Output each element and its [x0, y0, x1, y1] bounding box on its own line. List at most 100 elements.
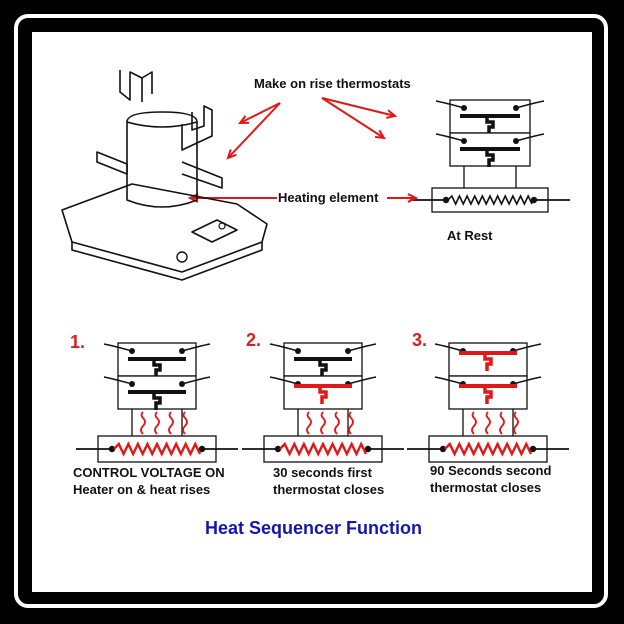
contact-left	[295, 348, 301, 354]
at-rest-label: At Rest	[447, 228, 493, 243]
thermostat-2	[103, 375, 211, 410]
base-plate	[61, 183, 268, 273]
heat-wave	[140, 411, 146, 435]
step-2-number: 2.	[246, 330, 262, 350]
lead-wire-left	[435, 133, 465, 142]
bimetal-disc	[318, 388, 328, 404]
contact-left	[129, 348, 135, 354]
heat-wave	[348, 411, 354, 435]
element-terminal-left	[442, 196, 450, 204]
arrow-head	[237, 115, 250, 125]
lead-wire-left	[269, 343, 299, 352]
lead-wire-left	[434, 343, 464, 352]
arrow-head	[385, 109, 398, 119]
center-cylinder	[126, 111, 198, 208]
arrow-to-element	[387, 193, 419, 203]
thermostat-1	[435, 99, 545, 134]
outer-frame	[14, 14, 608, 608]
contact-left	[461, 105, 467, 111]
step-3-caption-line2: thermostat closes	[430, 480, 542, 495]
step-3-unit	[407, 342, 569, 463]
arrow-shaft	[227, 102, 281, 159]
arrow-to-thermostat-2	[321, 97, 386, 140]
contact-right	[513, 138, 519, 144]
mount-hole	[176, 251, 188, 263]
lead-wire-right	[181, 376, 211, 385]
bimetal-disc	[152, 361, 162, 377]
arrow-to-part-lower	[226, 102, 281, 160]
bimetal-disc	[485, 151, 495, 167]
bimetal-disc	[485, 118, 495, 134]
heat-wave	[334, 411, 340, 435]
heat-wave	[168, 411, 174, 435]
contact-right	[179, 381, 185, 387]
heat-wave	[320, 411, 326, 435]
contact-right	[345, 348, 351, 354]
diagram-title: Heat Sequencer Function	[205, 518, 423, 538]
terminal-tab	[181, 161, 223, 189]
diagram-canvas: Make on rise thermostats Heating element…	[32, 32, 592, 592]
contact-right	[179, 348, 185, 354]
arrow-shaft	[321, 97, 396, 117]
lead-wire-right	[347, 343, 377, 352]
bimetal-disc	[152, 394, 162, 410]
bimetal-disc	[483, 355, 493, 371]
lead-wire-right	[347, 376, 377, 385]
left-clip	[119, 70, 153, 102]
arrow-to-thermostat-1	[321, 97, 398, 119]
heat-wave	[182, 411, 188, 435]
thermostat-2	[269, 375, 377, 410]
heat-wave	[499, 411, 505, 435]
thermostat-1	[434, 342, 542, 377]
lead-wire-right	[512, 376, 542, 385]
heating-coil	[444, 441, 533, 457]
diagram-art	[61, 70, 570, 463]
lead-wire-left	[435, 100, 465, 109]
terminal-hole	[218, 222, 226, 230]
step-3-caption-line1: 90 Seconds second	[430, 463, 552, 478]
arrow-shaft	[239, 102, 281, 124]
step-1-caption-line1: CONTROL VOLTAGE ON	[73, 465, 225, 480]
at-rest-unit	[410, 99, 570, 213]
base-plate-edge	[71, 242, 263, 281]
arrow-shaft	[321, 97, 385, 139]
bimetal-disc	[318, 361, 328, 377]
lead-wire-right	[181, 343, 211, 352]
arrow-head	[226, 149, 237, 160]
lead-wire-left	[103, 343, 133, 352]
element-terminal-right	[530, 196, 538, 204]
thermostat-2	[435, 132, 545, 167]
step-2-unit	[242, 342, 404, 463]
lead-wire-right	[515, 100, 545, 109]
heat-wave	[471, 411, 477, 435]
sequencer-part-drawing	[61, 70, 268, 281]
bimetal-disc	[483, 388, 493, 404]
heat-wave	[485, 411, 491, 435]
heating-element-label: Heating element	[278, 190, 379, 205]
element-terminal-right	[529, 445, 537, 453]
step-1-caption-line2: Heater on & heat rises	[73, 482, 211, 497]
step-3-number: 3.	[412, 330, 428, 350]
step-1-number: 1.	[70, 332, 86, 352]
thermostat-1	[103, 342, 211, 377]
heating-coil	[113, 441, 202, 457]
element-terminal-left	[439, 445, 447, 453]
step-2-caption-line2: thermostat closes	[273, 482, 385, 497]
arrow-to-part-upper	[237, 102, 281, 125]
right-clip	[181, 105, 213, 151]
heat-wave	[513, 411, 519, 435]
heating-coil	[447, 194, 533, 206]
lower-terminal	[191, 219, 238, 243]
contact-right	[513, 105, 519, 111]
element-terminal-left	[108, 445, 116, 453]
element-terminal-right	[364, 445, 372, 453]
lead-wire-left	[269, 376, 299, 385]
cylinder-rim	[126, 121, 198, 128]
heating-coil	[279, 441, 368, 457]
thermostat-2	[434, 375, 542, 410]
thermostats-label: Make on rise thermostats	[254, 76, 411, 91]
heat-wave	[306, 411, 312, 435]
arrow-head	[374, 129, 386, 140]
lead-wire-right	[515, 133, 545, 142]
heat-wave	[154, 411, 160, 435]
